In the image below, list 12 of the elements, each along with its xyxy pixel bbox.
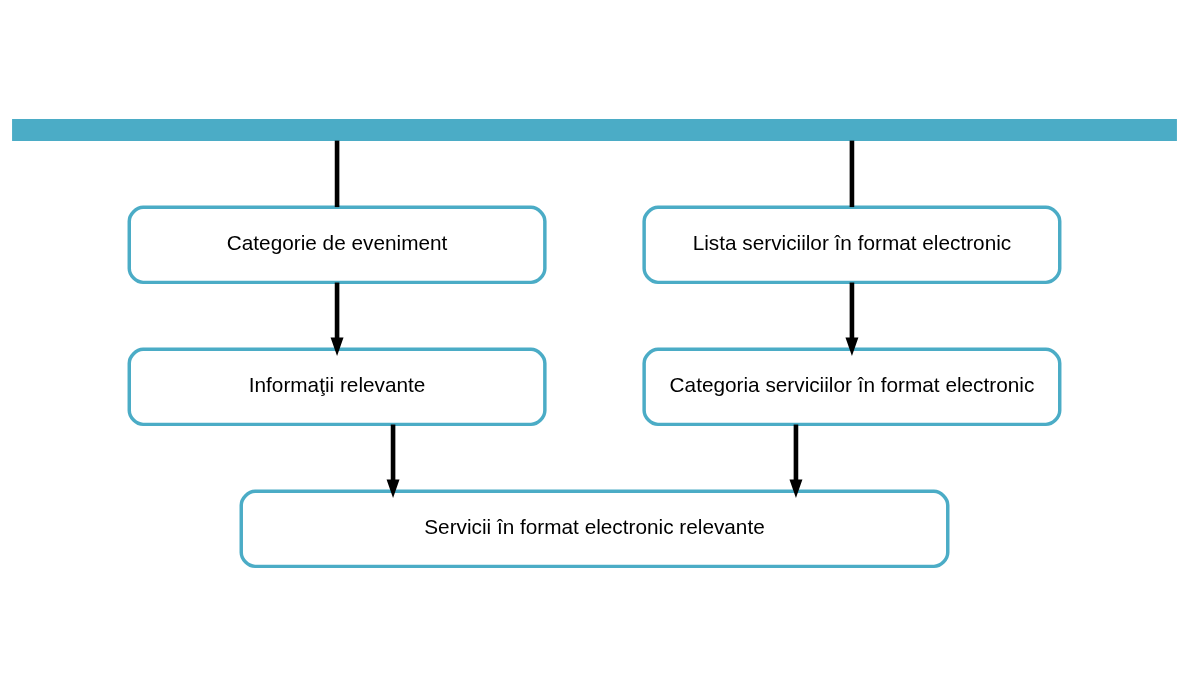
node-box: Informaţii relevante: [127, 347, 547, 427]
arrow: [845, 282, 859, 356]
node-box: Categoria serviciilor în format electronic: [642, 347, 1062, 427]
connector: [334, 140, 340, 208]
node-box: Lista serviciilor în format electronic: [642, 205, 1062, 285]
arrow: [789, 424, 803, 498]
connector: [849, 140, 855, 208]
arrow: [386, 424, 400, 498]
node-box: Servicii în format electronic relevante: [239, 489, 950, 569]
node-bar: [12, 119, 1177, 141]
node-box: Categorie de eveniment: [127, 205, 547, 285]
arrow: [330, 282, 344, 356]
